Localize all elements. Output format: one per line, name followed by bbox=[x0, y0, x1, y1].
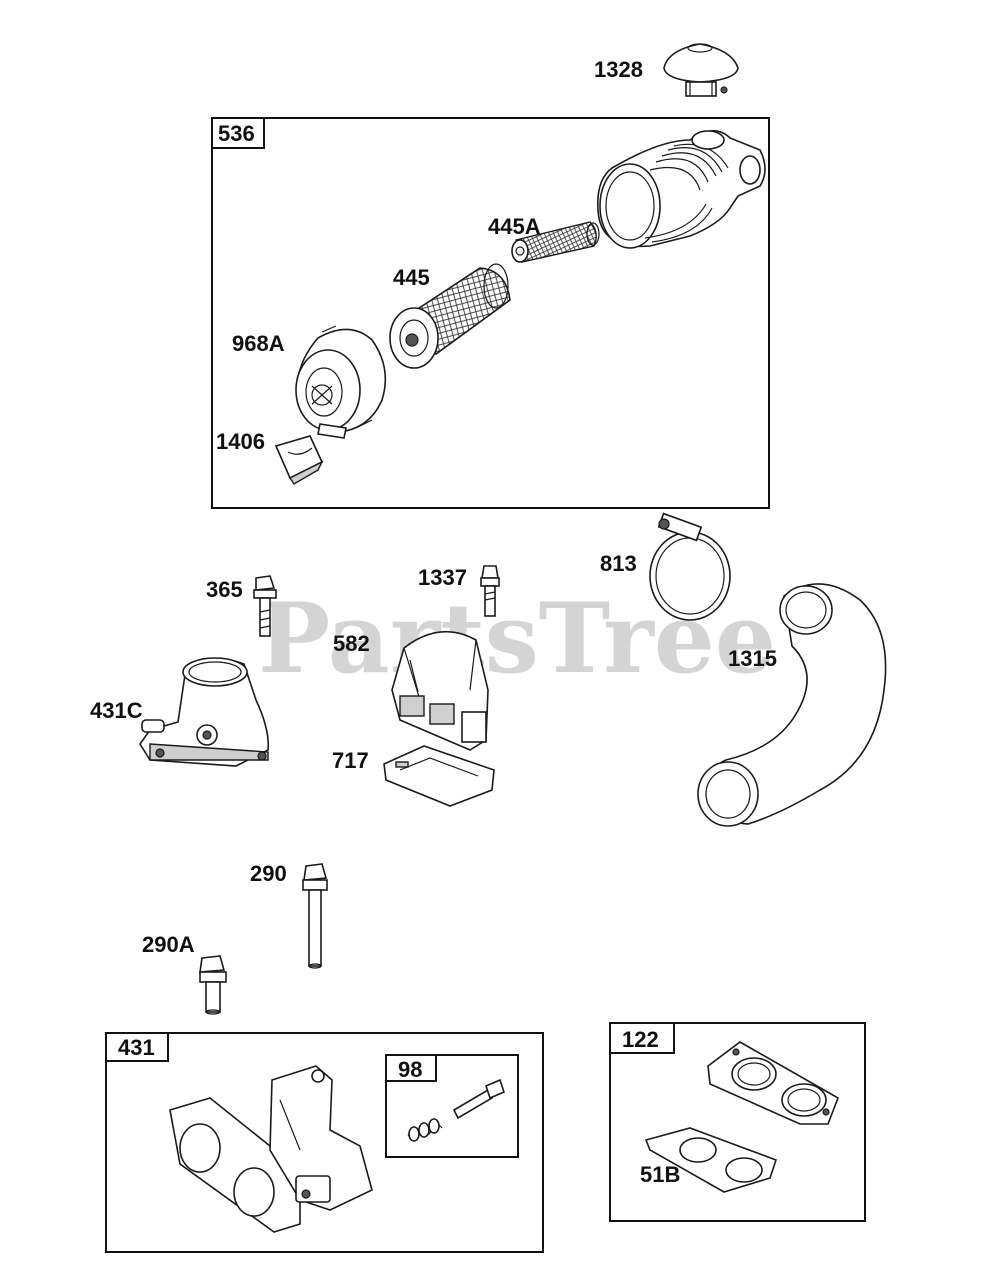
group-122-label: 122 bbox=[622, 1027, 659, 1052]
label-445A: 445A bbox=[488, 214, 541, 239]
part-1337-bolt bbox=[480, 565, 500, 617]
part-431-carburetor bbox=[169, 1065, 373, 1233]
label-582: 582 bbox=[333, 631, 370, 656]
part-445-outer-filter bbox=[389, 263, 511, 369]
part-968A-cover bbox=[295, 325, 387, 439]
label-717: 717 bbox=[332, 748, 369, 773]
part-1328-rain-cap bbox=[663, 43, 739, 97]
part-122-gasket-upper bbox=[707, 1041, 839, 1125]
part-98-screw-spring bbox=[407, 1078, 505, 1142]
label-365: 365 bbox=[206, 577, 243, 602]
group-536-frame: 536 bbox=[211, 117, 770, 509]
label-813: 813 bbox=[600, 551, 637, 576]
part-air-cleaner-housing bbox=[596, 130, 766, 249]
group-98-label: 98 bbox=[398, 1057, 422, 1082]
label-1328: 1328 bbox=[594, 57, 643, 82]
part-813-hose-clamp bbox=[649, 512, 731, 621]
part-582-bracket bbox=[391, 630, 489, 751]
group-431-label: 431 bbox=[118, 1035, 155, 1060]
label-1315: 1315 bbox=[728, 646, 777, 671]
label-1337: 1337 bbox=[418, 565, 467, 590]
part-1406-valve bbox=[274, 435, 324, 485]
group-536-label: 536 bbox=[218, 121, 255, 146]
part-431C-throttle-body bbox=[139, 657, 270, 767]
label-51B: 51B bbox=[640, 1162, 680, 1187]
part-51B-gasket bbox=[644, 1127, 778, 1193]
part-717-plate bbox=[383, 745, 495, 807]
label-290: 290 bbox=[250, 861, 287, 886]
label-431C: 431C bbox=[90, 698, 143, 723]
label-445: 445 bbox=[393, 265, 430, 290]
label-968A: 968A bbox=[232, 331, 285, 356]
part-290A-bolt bbox=[199, 955, 227, 1015]
group-122-frame: 122 bbox=[609, 1022, 866, 1222]
part-365-bolt bbox=[253, 575, 277, 637]
part-1315-hose bbox=[697, 583, 887, 827]
label-290A: 290A bbox=[142, 932, 195, 957]
group-431-frame: 431 bbox=[105, 1032, 544, 1253]
part-445A-inner-filter bbox=[511, 221, 600, 263]
group-98-frame: 98 bbox=[385, 1054, 519, 1158]
part-290-bolt bbox=[302, 863, 328, 969]
label-1406: 1406 bbox=[216, 429, 265, 454]
